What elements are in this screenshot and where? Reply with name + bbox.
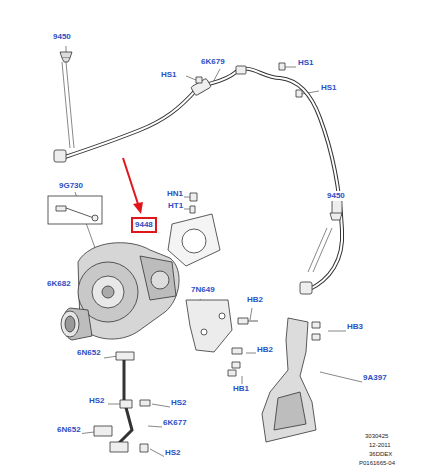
- callout-number: HB1: [232, 384, 250, 394]
- callout-number: HS1: [320, 83, 338, 93]
- callout-number: HB2: [256, 345, 274, 355]
- drawing-reference: 36DDEX: [368, 451, 393, 458]
- callout-number: HB3: [346, 322, 364, 332]
- callout-number: 9448: [135, 220, 153, 230]
- callout-number: 9450: [326, 191, 346, 201]
- drawing-reference: 3030425: [364, 433, 389, 440]
- callout-number: HT1: [167, 201, 184, 211]
- callout-number: 9G730: [58, 181, 84, 191]
- callout-number: 9A397: [362, 373, 388, 383]
- callout-number: HS1: [160, 70, 178, 80]
- drawing-reference: P0161665-04: [358, 460, 396, 467]
- highlight-box: 9448: [131, 217, 157, 233]
- callout-number: HS2: [164, 448, 182, 458]
- callout-number: HB2: [246, 295, 264, 305]
- callout-number: 6N652: [76, 348, 102, 358]
- callout-number: HS2: [170, 398, 188, 408]
- callout-number: 7N649: [190, 285, 216, 295]
- callout-number: HS2: [88, 396, 106, 406]
- callout-number: 6K682: [46, 279, 72, 289]
- callout-number: HS1: [297, 58, 315, 68]
- callout-number: 9450: [52, 32, 72, 42]
- callout-number: 6K677: [162, 418, 188, 428]
- callout-number: 6N652: [56, 425, 82, 435]
- callout-number: HN1: [166, 189, 184, 199]
- callout-number: 6K679: [200, 57, 226, 67]
- drawing-reference: 12-2011: [368, 442, 392, 449]
